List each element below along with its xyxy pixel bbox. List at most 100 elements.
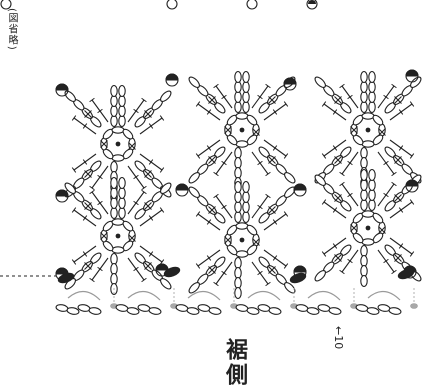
edge-chain-icon <box>175 304 189 312</box>
double-crochet-bar-icon <box>398 145 404 151</box>
center-slip-dot-icon <box>115 141 121 147</box>
arc-chain-icon <box>360 90 368 104</box>
double-crochet-top-icon <box>89 277 95 283</box>
single-crochet-x-icon <box>394 156 402 164</box>
edge-chain-icon <box>88 307 102 315</box>
filled-oval-icon <box>163 266 181 278</box>
arc-chain-icon <box>234 70 242 84</box>
arc-chain-icon <box>118 206 126 220</box>
single-crochet-x-icon <box>252 128 260 136</box>
edge-chain-icon <box>66 307 80 315</box>
double-crochet-bar-icon <box>97 266 103 272</box>
single-crochet-x-icon <box>84 110 92 118</box>
double-crochet-top-icon <box>213 83 219 89</box>
arc-chain-icon <box>234 256 242 270</box>
double-crochet-bar-icon <box>347 258 353 264</box>
ring-chain-icon <box>111 126 125 134</box>
single-crochet-x-icon <box>208 206 216 214</box>
double-crochet-top-icon <box>71 207 77 213</box>
arc-chain-icon <box>360 254 368 268</box>
double-crochet-top-icon <box>89 97 95 103</box>
single-crochet-x-icon <box>208 266 216 274</box>
half-filled-marker-icon <box>293 183 307 191</box>
single-crochet-x-icon <box>208 96 216 104</box>
gray-arc-stitch-icon <box>127 290 161 301</box>
double-crochet-bar-icon <box>398 243 404 249</box>
arc-chain-icon <box>110 114 118 128</box>
edge-chain-icon <box>328 307 342 315</box>
edge-chain-icon <box>137 304 151 312</box>
ring-chain-icon <box>235 222 249 230</box>
gray-arc-stitch-icon <box>307 290 341 301</box>
omitted-figure-note: (図省略) <box>6 8 17 51</box>
arc-chain-icon <box>242 200 250 214</box>
edge-chain-icon <box>208 307 222 315</box>
double-crochet-bar-icon <box>257 270 263 276</box>
arc-chain-icon <box>368 80 376 94</box>
ring-chain-icon <box>235 140 249 148</box>
arc-chain-icon <box>234 190 242 204</box>
arc-chain-icon <box>234 180 242 194</box>
arc-chain-icon <box>118 186 126 200</box>
arm-chain-icon <box>64 90 76 102</box>
edge-chain-icon <box>377 304 391 312</box>
arc-chain-icon <box>110 206 118 220</box>
arm-chain-icon <box>188 172 200 184</box>
edge-chain-icon <box>126 307 140 315</box>
arm-chain-icon <box>160 182 172 194</box>
arc-chain-icon <box>110 104 118 118</box>
arc-chain-icon <box>242 80 250 94</box>
edge-chain-icon <box>355 304 369 312</box>
single-crochet-x-icon <box>252 238 260 246</box>
marker-outline-icon <box>175 183 189 197</box>
ring-chain-icon <box>361 210 375 218</box>
arm-chain-icon <box>314 76 326 88</box>
double-crochet-top-icon <box>213 193 219 199</box>
double-crochet-bar-icon <box>97 174 103 180</box>
edge-chain-icon <box>366 307 380 315</box>
edge-chain-icon <box>295 304 309 312</box>
single-crochet-x-icon <box>394 254 402 262</box>
single-crochet-x-icon <box>378 128 386 136</box>
double-crochet-bar-icon <box>82 159 88 165</box>
half-filled-marker-icon <box>175 183 189 191</box>
double-crochet-top-icon <box>339 171 345 177</box>
arc-chain-icon <box>234 286 242 300</box>
double-crochet-top-icon <box>409 153 415 159</box>
single-crochet-x-icon <box>128 234 136 242</box>
double-crochet-bar-icon <box>272 219 278 225</box>
arc-chain-icon <box>234 266 242 280</box>
center-slip-dot-icon <box>239 237 245 243</box>
ring-chain-icon <box>246 224 258 236</box>
single-crochet-x-icon <box>128 142 136 150</box>
marker-outline-icon <box>405 69 419 83</box>
marker-outline-icon <box>165 73 179 87</box>
ring-chain-icon <box>372 212 384 224</box>
filled-oval-icon <box>397 268 415 280</box>
double-crochet-bar-icon <box>272 109 278 115</box>
double-crochet-top-icon <box>265 281 271 287</box>
double-crochet-bar-icon <box>82 251 88 257</box>
double-crochet-top-icon <box>71 259 77 265</box>
double-crochet-bar-icon <box>133 266 139 272</box>
ring-chain-icon <box>122 220 134 232</box>
double-crochet-bar-icon <box>206 219 212 225</box>
double-crochet-bar-icon <box>398 109 404 115</box>
double-crochet-bar-icon <box>347 94 353 100</box>
ring-chain-icon <box>361 238 375 246</box>
double-crochet-top-icon <box>339 269 345 275</box>
double-crochet-bar-icon <box>332 145 338 151</box>
double-crochet-bar-icon <box>332 207 338 213</box>
double-crochet-top-icon <box>391 83 397 89</box>
single-crochet-x-icon <box>334 194 342 202</box>
gray-dot-icon <box>410 303 418 309</box>
arc-chain-icon <box>234 200 242 214</box>
single-crochet-x-icon <box>394 96 402 104</box>
arc-chain-icon <box>118 84 126 98</box>
arc-chain-icon <box>360 274 368 288</box>
double-crochet-top-icon <box>89 185 95 191</box>
arc-chain-icon <box>360 264 368 278</box>
top-partial-marker-icon <box>0 0 12 10</box>
ring-chain-icon <box>111 218 125 226</box>
